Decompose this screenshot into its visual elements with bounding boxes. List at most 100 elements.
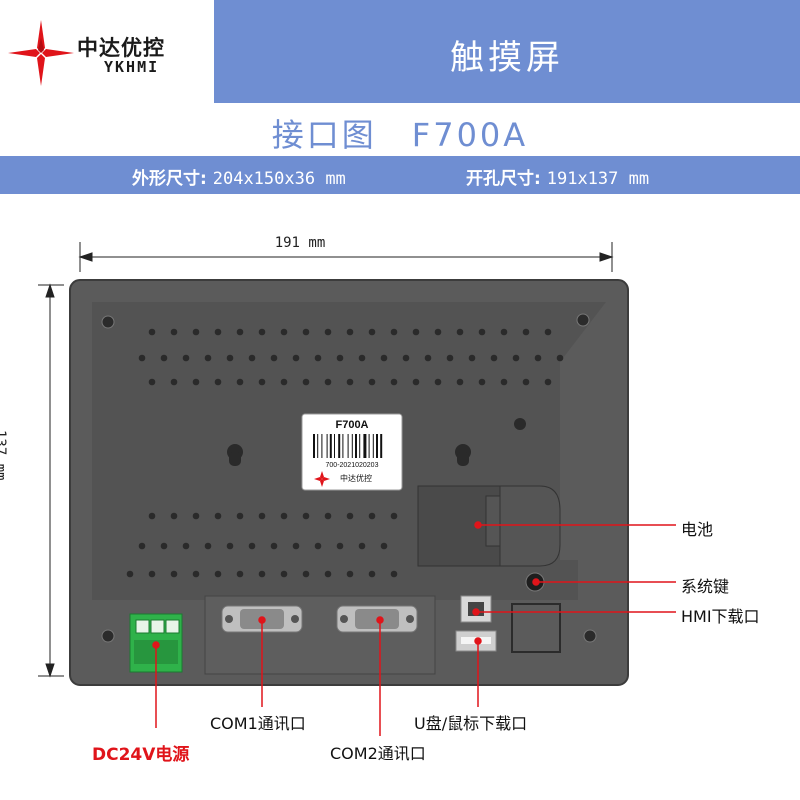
vent-hole xyxy=(346,570,354,578)
vent-hole xyxy=(292,354,300,362)
outer-dimensions-value: 204x150x36 mm xyxy=(212,169,346,189)
vent-hole xyxy=(544,378,552,386)
barcode-bar xyxy=(372,434,374,458)
vent-hole xyxy=(280,328,288,336)
callout-power: DC24V电源 xyxy=(92,745,190,765)
star-logo-icon xyxy=(8,20,74,86)
vent-hole xyxy=(182,354,190,362)
vent-hole xyxy=(324,328,332,336)
vent-hole xyxy=(280,570,288,578)
vent-hole xyxy=(368,328,376,336)
vent-hole xyxy=(434,378,442,386)
barcode-bar xyxy=(359,434,361,458)
vent-holes xyxy=(126,328,564,578)
vent-hole xyxy=(138,542,146,550)
page-subtitle: 接口图 F700A xyxy=(271,116,529,154)
vent-hole xyxy=(192,512,200,520)
vent-hole xyxy=(490,354,498,362)
vent-hole xyxy=(358,542,366,550)
brand-name-en: YKHMI xyxy=(104,58,160,76)
vent-hole xyxy=(214,328,222,336)
vent-hole xyxy=(336,354,344,362)
vent-hole xyxy=(280,378,288,386)
vent-hole xyxy=(368,378,376,386)
brand-logo: 中达优控 YKHMI xyxy=(0,0,214,103)
barcode-bar xyxy=(380,434,383,458)
width-measurement: 191 mm xyxy=(274,235,326,251)
vent-hole xyxy=(336,542,344,550)
vent-hole xyxy=(226,542,234,550)
vent-hole xyxy=(270,542,278,550)
barcode-bar xyxy=(338,434,341,458)
barcode-bar xyxy=(317,434,319,458)
vent-hole xyxy=(390,378,398,386)
callout-usb-mouse: U盘/鼠标下载口 xyxy=(414,714,528,733)
vent-hole xyxy=(380,354,388,362)
barcode-bar xyxy=(368,434,370,458)
vent-hole xyxy=(236,512,244,520)
callout-system-key: 系统键 xyxy=(681,577,730,596)
barcode-bar xyxy=(321,434,323,458)
vent-hole xyxy=(302,570,310,578)
sticker-model: F700A xyxy=(335,419,368,431)
vent-hole xyxy=(258,328,266,336)
vent-hole xyxy=(434,328,442,336)
vent-hole xyxy=(534,354,542,362)
vent-hole xyxy=(346,512,354,520)
vent-hole xyxy=(478,378,486,386)
vent-hole xyxy=(314,354,322,362)
vent-hole xyxy=(346,328,354,336)
vent-hole xyxy=(390,328,398,336)
callout-com2: COM2通讯口 xyxy=(330,744,426,763)
vent-hole xyxy=(302,512,310,520)
vent-hole xyxy=(170,328,178,336)
empty-port-slot xyxy=(511,603,561,653)
vent-hole xyxy=(214,512,222,520)
callout-com1: COM1通讯口 xyxy=(210,714,306,733)
vent-hole xyxy=(314,542,322,550)
vent-hole xyxy=(358,354,366,362)
width-dimension-line xyxy=(78,242,614,272)
vent-hole xyxy=(412,378,420,386)
callout-leaders xyxy=(152,521,676,736)
vent-hole xyxy=(192,328,200,336)
vent-hole xyxy=(512,354,520,362)
vent-hole xyxy=(324,512,332,520)
cutout-dimensions-value: 191x137 mm xyxy=(546,169,650,189)
corner-screws xyxy=(101,313,597,643)
vent-hole xyxy=(478,328,486,336)
vent-hole xyxy=(324,378,332,386)
vent-hole xyxy=(236,328,244,336)
height-dimension-line xyxy=(38,283,64,678)
vent-hole xyxy=(412,328,420,336)
vent-hole xyxy=(160,542,168,550)
vent-hole xyxy=(160,354,168,362)
vent-hole xyxy=(302,378,310,386)
vent-hole xyxy=(522,378,530,386)
vent-hole xyxy=(248,542,256,550)
vent-hole xyxy=(258,512,266,520)
vent-hole xyxy=(522,328,530,336)
barcode-bar xyxy=(342,434,344,458)
barcode-bar xyxy=(329,434,332,458)
vent-hole xyxy=(236,378,244,386)
barcode-bar xyxy=(347,434,349,458)
vent-hole xyxy=(556,354,564,362)
vent-hole xyxy=(380,542,388,550)
vent-hole xyxy=(500,328,508,336)
cutout-dimensions: 开孔尺寸: 191x137 mm xyxy=(466,164,649,189)
vent-hole xyxy=(170,570,178,578)
outer-dimensions-label: 外形尺寸: xyxy=(132,169,207,189)
sticker-barcode xyxy=(313,434,383,458)
barcode-bar xyxy=(334,434,335,458)
vent-hole xyxy=(138,354,146,362)
page-title: 触摸屏 xyxy=(450,38,564,78)
vent-hole xyxy=(292,542,300,550)
barcode-bar xyxy=(351,434,353,458)
dimensions-bar: 外形尺寸: 204x150x36 mm 开孔尺寸: 191x137 mm xyxy=(0,156,800,194)
vent-hole xyxy=(148,328,156,336)
callout-battery: 电池 xyxy=(681,520,714,539)
vent-hole xyxy=(226,354,234,362)
vent-hole xyxy=(456,328,464,336)
